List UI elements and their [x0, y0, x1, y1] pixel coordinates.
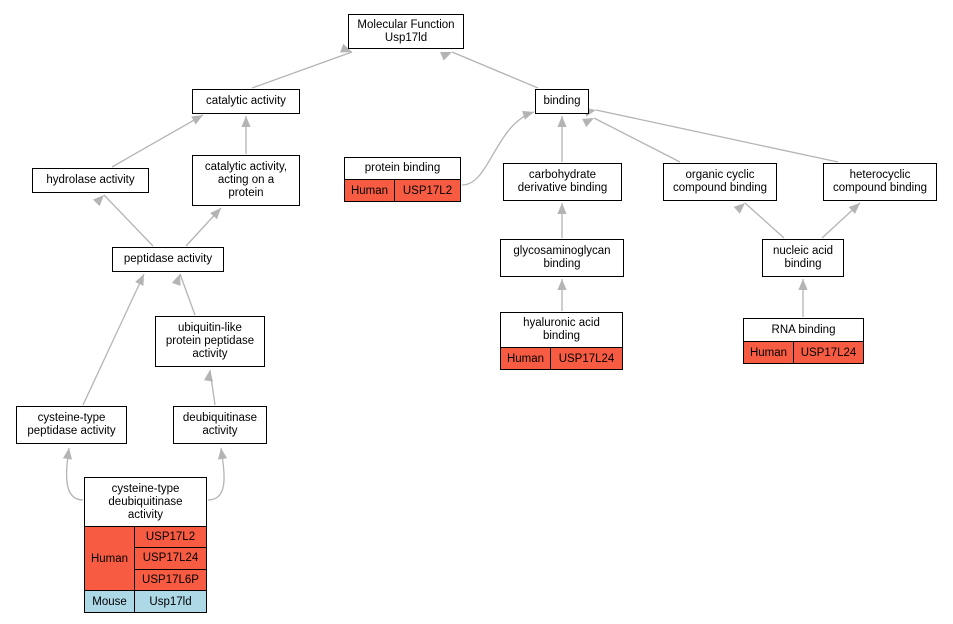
- edge-heterocyclic-compound-binding-to-binding: [584, 107, 839, 163]
- arrowhead: [557, 279, 567, 291]
- arrowhead: [135, 274, 144, 286]
- go-node-label: Molecular Function Usp17ld: [349, 15, 463, 48]
- go-node-label: protein binding: [345, 158, 460, 179]
- edge-binding-to-molecular-function: [440, 51, 539, 89]
- annotation-species: Human: [345, 180, 395, 201]
- edge-hyaluronic-acid-binding-to-glycosaminoglycan-binding: [557, 279, 567, 311]
- annotation-gene-list: Usp17ld: [135, 591, 206, 612]
- edge-nucleic-acid-binding-to-organic-cyclic-compound-binding: [733, 202, 785, 239]
- go-node-label: glycosaminoglycan binding: [501, 240, 623, 276]
- arrowhead: [203, 370, 214, 382]
- edge-peptidase-activity-to-hydrolase-activity: [93, 194, 154, 247]
- arrowhead: [582, 118, 594, 128]
- arrowhead: [557, 203, 567, 215]
- go-node-label: hydrolase activity: [33, 169, 148, 192]
- annotation-gene[interactable]: USP17L6P: [135, 568, 206, 590]
- go-node-binding[interactable]: binding: [535, 89, 589, 114]
- go-node-label: deubiquitinase activity: [174, 407, 266, 443]
- edge-carbohydrate-derivative-binding-to-binding: [557, 116, 567, 162]
- annotation-gene-list: USP17L2: [395, 180, 460, 201]
- go-node-label: RNA binding: [744, 319, 863, 341]
- go-node-label: ubiquitin-like protein peptidase activit…: [156, 317, 264, 366]
- arrowhead: [848, 203, 860, 214]
- go-node-organic-cyclic-compound-binding[interactable]: organic cyclic compound binding: [663, 163, 777, 201]
- arrowhead: [62, 448, 73, 460]
- arrowhead: [522, 110, 534, 120]
- go-node-label: cysteine-type peptidase activity: [17, 407, 126, 443]
- edge-catalytic-activity-acting-on-a-protein-to-catalytic-activity: [241, 116, 251, 154]
- arrowhead: [440, 52, 452, 61]
- annotation-gene-list: USP17L24: [794, 342, 863, 363]
- arrowhead: [217, 448, 228, 460]
- annotation-species: Human: [744, 342, 794, 363]
- go-node-label: nucleic acid binding: [763, 240, 843, 276]
- annotation-gene[interactable]: USP17L2: [135, 527, 206, 548]
- edge-cysteine-type-deubiquitinase-activity-to-deubiquitinase-activity: [207, 447, 228, 501]
- go-node-label: binding: [536, 90, 588, 113]
- edge-cysteine-type-peptidase-activity-to-peptidase-activity: [82, 273, 145, 406]
- arrowhead: [191, 115, 203, 125]
- edge-hydrolase-activity-to-catalytic-activity: [111, 114, 204, 168]
- go-node-ubiquitin-like-protein-peptidase-activity[interactable]: ubiquitin-like protein peptidase activit…: [155, 316, 265, 367]
- go-node-label: peptidase activity: [113, 248, 223, 271]
- go-node-catalytic-activity-acting-on-a-protein[interactable]: catalytic activity, acting on a protein: [192, 155, 300, 206]
- go-node-peptidase-activity[interactable]: peptidase activity: [112, 247, 224, 272]
- go-node-carbohydrate-derivative-binding[interactable]: carbohydrate derivative binding: [503, 163, 622, 201]
- arrowhead: [93, 195, 104, 207]
- go-node-nucleic-acid-binding[interactable]: nucleic acid binding: [762, 239, 844, 277]
- go-node-label: heterocyclic compound binding: [824, 164, 936, 200]
- annotation-gene[interactable]: Usp17ld: [135, 591, 206, 612]
- arrowhead: [171, 274, 181, 286]
- edge-organic-cyclic-compound-binding-to-binding: [582, 117, 681, 163]
- go-node-label: hyaluronic acid binding: [501, 313, 622, 347]
- annotation-gene[interactable]: USP17L24: [135, 547, 206, 569]
- edge-cysteine-type-deubiquitinase-activity-to-cysteine-type-peptidase-activity: [62, 447, 84, 501]
- annotation-species: Human: [85, 527, 135, 590]
- go-node-label: cysteine-type deubiquitinase activity: [85, 478, 206, 526]
- go-node-deubiquitinase-activity[interactable]: deubiquitinase activity: [173, 406, 267, 444]
- go-node-molecular-function[interactable]: Molecular Function Usp17ld: [348, 14, 464, 49]
- edge-catalytic-activity-to-molecular-function: [251, 43, 353, 89]
- go-node-hydrolase-activity[interactable]: hydrolase activity: [32, 168, 149, 193]
- arrowhead: [733, 203, 745, 214]
- arrowhead: [210, 208, 221, 220]
- annotation-species: Human: [501, 348, 551, 369]
- go-node-glycosaminoglycan-binding[interactable]: glycosaminoglycan binding: [500, 239, 624, 277]
- annotation-gene[interactable]: USP17L24: [794, 342, 863, 363]
- edge-deubiquitinase-activity-to-ubiquitin-like-protein-peptidase-activity: [203, 369, 216, 406]
- annotation-species: Mouse: [85, 591, 135, 612]
- go-node-label: carbohydrate derivative binding: [504, 164, 621, 200]
- edge-rna-binding-to-nucleic-acid-binding: [798, 279, 808, 317]
- edge-nucleic-acid-binding-to-heterocyclic-compound-binding: [821, 202, 861, 239]
- go-node-catalytic-activity[interactable]: catalytic activity: [192, 89, 300, 114]
- arrowhead: [241, 116, 251, 128]
- edge-peptidase-activity-to-catalytic-activity-acting-on-a-protein: [185, 207, 222, 247]
- go-node-cysteine-type-peptidase-activity[interactable]: cysteine-type peptidase activity: [16, 406, 127, 444]
- go-node-label: organic cyclic compound binding: [664, 164, 776, 200]
- go-node-label: catalytic activity, acting on a protein: [193, 156, 299, 205]
- edge-glycosaminoglycan-binding-to-carbohydrate-derivative-binding: [557, 203, 567, 238]
- go-node-label: catalytic activity: [193, 90, 299, 113]
- annotation-gene-list: USP17L24: [551, 348, 622, 369]
- go-node-heterocyclic-compound-binding[interactable]: heterocyclic compound binding: [823, 163, 937, 201]
- arrowhead: [798, 279, 808, 291]
- arrowhead: [557, 116, 567, 128]
- edge-ubiquitin-like-protein-peptidase-activity-to-peptidase-activity: [171, 273, 196, 316]
- annotation-gene[interactable]: USP17L2: [395, 180, 460, 201]
- annotation-gene[interactable]: USP17L24: [551, 348, 622, 369]
